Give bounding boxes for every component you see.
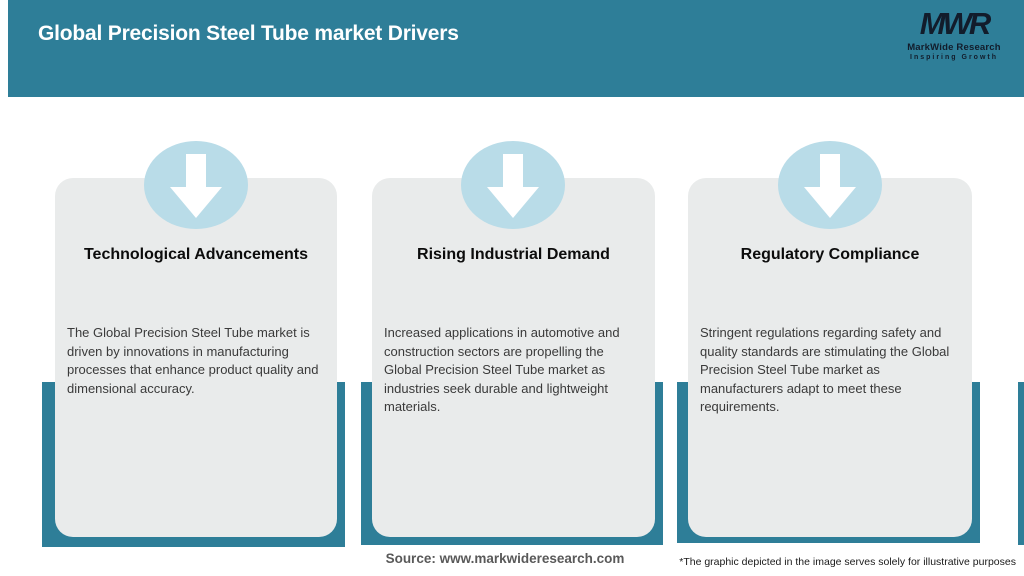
arrow-circle xyxy=(461,141,565,229)
down-arrow-icon xyxy=(804,152,856,218)
logo-name: MarkWide Research xyxy=(907,41,1001,53)
card-shadow-band-edge xyxy=(1018,382,1024,545)
markwide-research-logo: MWR MarkWide Research Inspiring Growth xyxy=(898,6,1010,61)
card-title: Rising Industrial Demand xyxy=(417,246,610,263)
card-title: Regulatory Compliance xyxy=(740,246,920,263)
header-band: Global Precision Steel Tube market Drive… xyxy=(8,0,1024,97)
driver-card-technological-advancements: Technological Advancements The Global Pr… xyxy=(55,178,337,537)
logo-acronym: MWR xyxy=(919,6,991,41)
down-arrow-icon xyxy=(170,152,222,218)
arrow-circle xyxy=(144,141,248,229)
arrow-circle xyxy=(778,141,882,229)
card-description: Stringent regulations regarding safety a… xyxy=(700,325,950,414)
source-text: Source: www.markwideresearch.com xyxy=(385,551,625,566)
driver-card-regulatory-compliance: Regulatory Compliance Stringent regulati… xyxy=(688,178,972,537)
card-description: Increased applications in automotive and… xyxy=(384,325,620,414)
logo-tagline: Inspiring Growth xyxy=(910,53,998,61)
card-title: Technological Advancements xyxy=(83,246,309,263)
card-description: The Global Precision Steel Tube market i… xyxy=(67,325,319,396)
disclaimer-text: *The graphic depicted in the image serve… xyxy=(679,556,1016,568)
driver-card-rising-industrial-demand: Rising Industrial Demand Increased appli… xyxy=(372,178,655,537)
down-arrow-icon xyxy=(487,152,539,218)
page-title: Global Precision Steel Tube market Drive… xyxy=(38,22,459,45)
